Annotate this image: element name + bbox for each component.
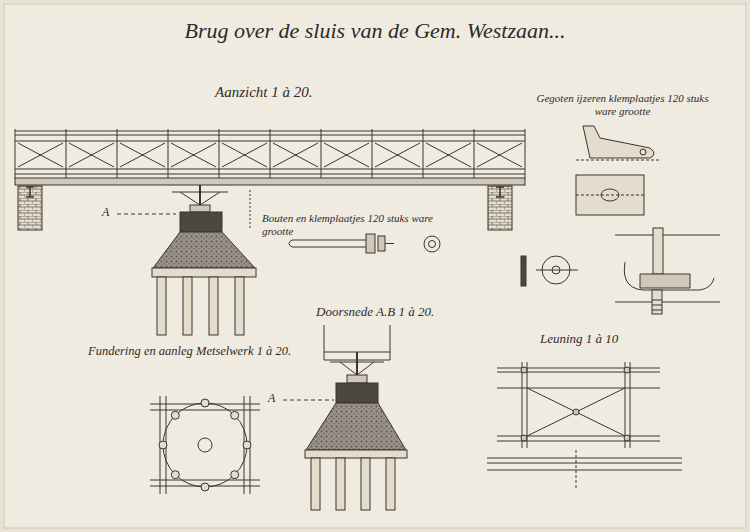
bolt-detail	[289, 234, 440, 253]
drawing-label: Leuning 1 à 10	[540, 332, 660, 347]
railing-post	[372, 129, 373, 178]
pile-circle	[231, 411, 239, 419]
pile-circle	[201, 483, 209, 491]
drawing-label: Fundering en aanleg Metselwerk 1 à 20.	[88, 344, 318, 358]
drawing-label: Gegoten ijzeren klemplaatjes 120 stuks w…	[530, 92, 715, 117]
pile-circle	[231, 471, 239, 479]
railing-cross	[171, 143, 216, 167]
bridge-elevation	[15, 129, 525, 335]
drawing-label: Doorsnede A.B 1 à 20.	[316, 305, 476, 320]
railing-post	[219, 129, 220, 178]
railing-detail	[487, 362, 682, 490]
pile-circle	[201, 399, 209, 407]
railing-post	[66, 129, 67, 178]
drawing-label: A	[102, 206, 116, 220]
railing-cross	[324, 143, 369, 167]
pile-circle	[159, 441, 167, 449]
pile-circle	[243, 441, 251, 449]
railing-post	[474, 129, 475, 178]
sheet-border	[4, 4, 746, 528]
railing-cross	[18, 143, 63, 167]
sheet-title: Brug over de sluis van de Gem. Westzaan.…	[150, 18, 600, 43]
foundation-plan	[150, 396, 260, 494]
railing-cross	[477, 143, 522, 167]
pile-circle	[171, 411, 179, 419]
pier-section	[283, 325, 407, 510]
drawing-label: Bouten en klemplaatjes 120 stuks ware gr…	[262, 212, 462, 237]
railing-cross	[426, 143, 471, 167]
drawing-label: A	[268, 392, 282, 406]
railing-cross	[69, 143, 114, 167]
railing-cross	[222, 143, 267, 167]
drawing-label: Aanzicht 1 à 20.	[215, 84, 375, 101]
clamp-plate-detail	[521, 126, 720, 314]
railing-post	[15, 129, 16, 178]
railing-cross	[273, 143, 318, 167]
pile-circle	[171, 471, 179, 479]
railing-post	[321, 129, 322, 178]
railing-post	[117, 129, 118, 178]
railing-post	[423, 129, 424, 178]
railing-post	[270, 129, 271, 178]
railing-cross	[120, 143, 165, 167]
railing-post	[168, 129, 169, 178]
railing-cross	[375, 143, 420, 167]
railing-post	[525, 129, 526, 178]
